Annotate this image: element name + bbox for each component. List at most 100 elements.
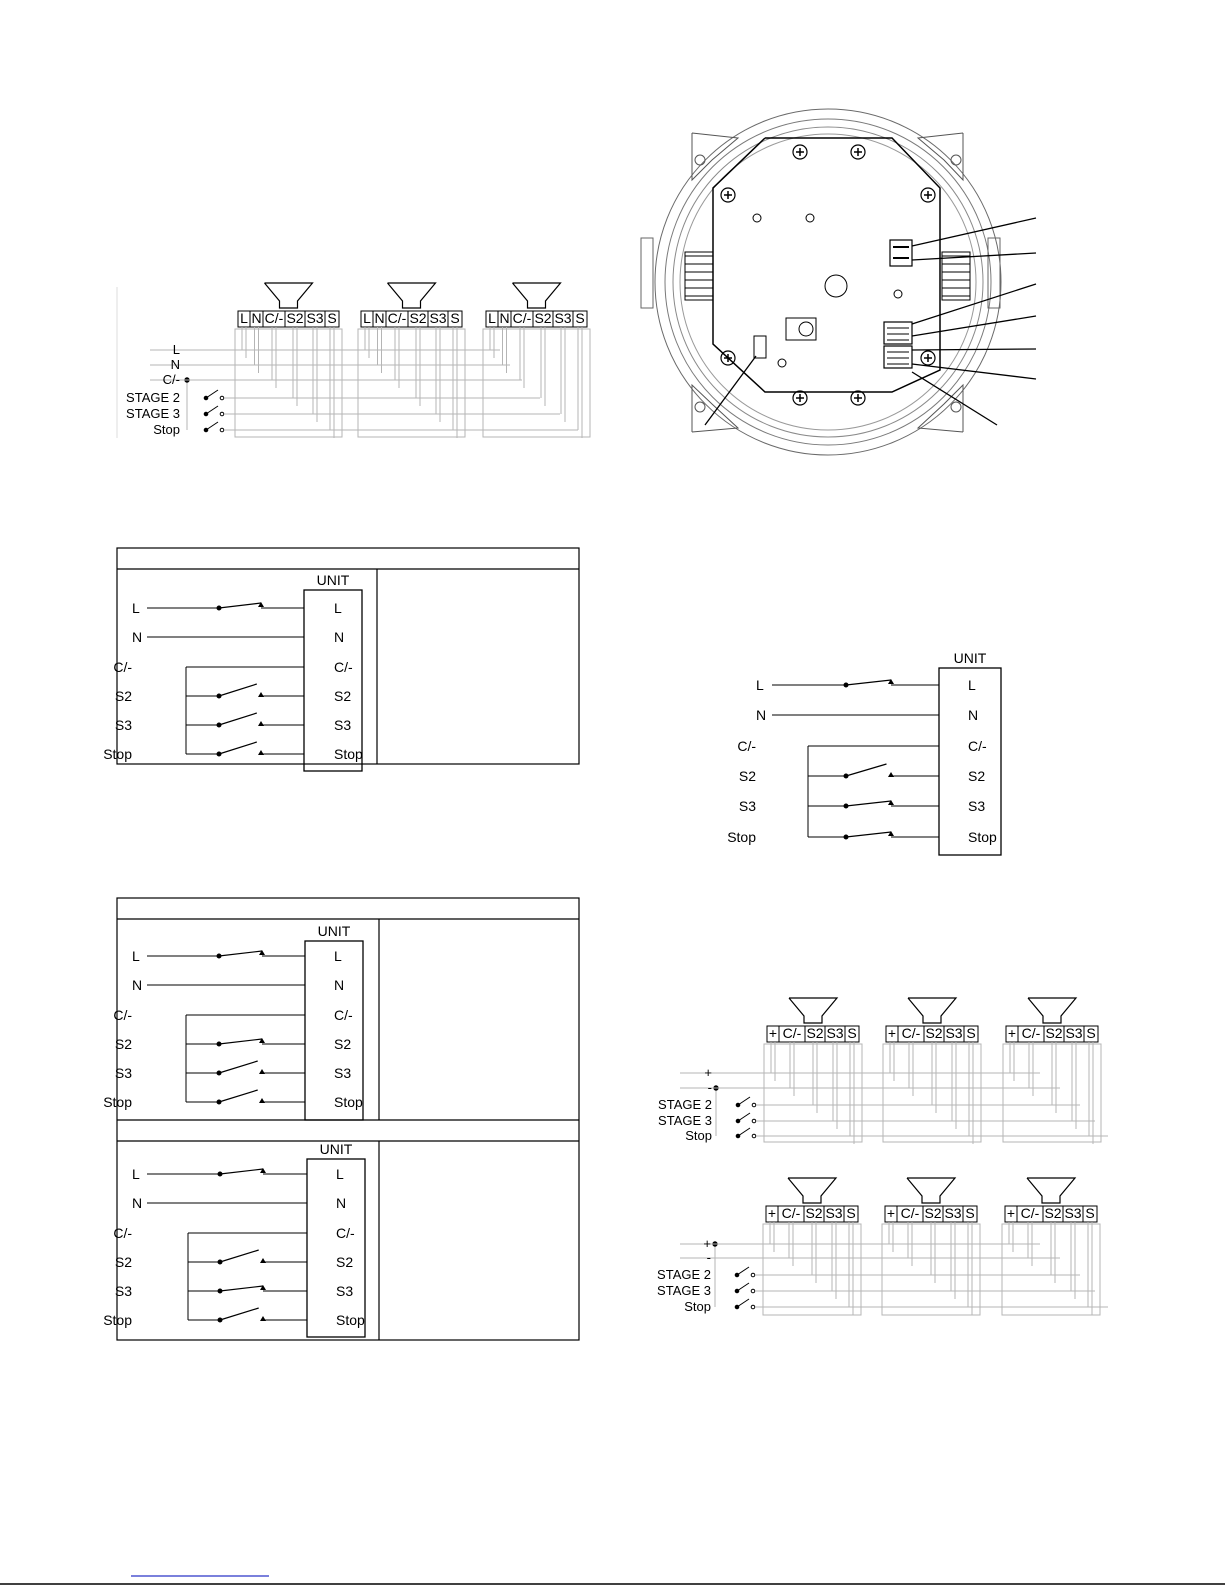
left-label: Stop <box>103 1312 132 1328</box>
unit-enclosure <box>234 328 343 438</box>
switch-contact <box>219 427 225 433</box>
unit-box <box>303 589 363 772</box>
terminal-label: + <box>887 1205 895 1221</box>
terminal-label: S3 <box>306 310 323 326</box>
unit-title: UNIT <box>320 1141 353 1157</box>
terminal-label: S2 <box>806 1025 823 1041</box>
unit-box <box>304 940 364 1121</box>
mounting-flange <box>916 383 964 433</box>
gland-nut <box>640 237 654 309</box>
screw-head <box>720 187 736 203</box>
terminal-label: + <box>769 1025 777 1041</box>
standoff <box>777 358 787 368</box>
terminal-label: S2 <box>805 1205 822 1221</box>
terminal-box <box>447 310 463 328</box>
stage-switch <box>218 741 257 755</box>
enclosure-ring <box>672 126 984 438</box>
stage-switch <box>219 1307 259 1321</box>
stage-switch <box>845 763 887 777</box>
terminal-block <box>883 345 913 369</box>
sounder-horn-icon <box>1026 1177 1077 1204</box>
potentiometer <box>785 317 817 341</box>
unit-enclosure <box>357 328 466 438</box>
line-label: STAGE 2 <box>658 1097 712 1112</box>
line-label: STAGE 3 <box>126 406 180 421</box>
terminal-label: N <box>499 310 509 326</box>
l-switch <box>845 679 892 686</box>
terminal-label: S <box>847 1025 856 1041</box>
line-label: Stop <box>684 1299 711 1314</box>
unit-title: UNIT <box>318 923 351 939</box>
line-label: + <box>704 1065 712 1080</box>
unit-terminal-label: L <box>968 677 976 693</box>
center-hole <box>824 274 848 298</box>
unit-terminal-label: Stop <box>968 829 997 845</box>
l-switch <box>218 602 262 609</box>
table-frame <box>116 547 580 765</box>
gland-nut <box>987 237 1001 309</box>
screw-head <box>920 187 936 203</box>
terminal-label: C/- <box>1022 1025 1041 1041</box>
terminal-label: S <box>450 310 459 326</box>
connector-jumper <box>889 239 913 267</box>
switch-blade <box>737 1096 751 1106</box>
horn-outline <box>387 282 437 309</box>
unit-terminal-label: Stop <box>334 746 363 762</box>
unit-terminal-label: Stop <box>334 1094 363 1110</box>
terminal-label: S <box>575 310 584 326</box>
leader-line <box>911 371 998 426</box>
terminal-box <box>843 1205 859 1223</box>
horn-outline <box>1027 997 1078 1024</box>
unit-enclosure <box>482 328 591 438</box>
switch-blade <box>205 405 219 415</box>
terminal-label: S2 <box>925 1025 942 1041</box>
terminal-box <box>963 1025 979 1043</box>
switch-blade <box>737 1127 751 1137</box>
mounting-hole <box>950 401 962 413</box>
stage-switch <box>845 800 892 807</box>
terminal-box <box>324 310 340 328</box>
left-label: S3 <box>115 1283 132 1299</box>
line-label: STAGE 2 <box>126 390 180 405</box>
unit-terminal-label: C/- <box>336 1225 355 1241</box>
leader-line <box>911 217 1037 247</box>
unit-title: UNIT <box>317 572 350 588</box>
leader-line <box>911 283 1037 325</box>
terminal-label: S3 <box>1065 1025 1082 1041</box>
terminal-box <box>844 1025 860 1043</box>
terminal-box <box>962 1205 978 1223</box>
left-label: N <box>132 977 142 993</box>
terminal-label: S <box>965 1205 974 1221</box>
switch-blade <box>736 1298 750 1308</box>
unit-box <box>938 667 1002 856</box>
terminal-label: S3 <box>825 1205 842 1221</box>
terminal-label: + <box>888 1025 896 1041</box>
terminal-label: S <box>846 1205 855 1221</box>
left-label: Stop <box>103 746 132 762</box>
unit-terminal-label: L <box>336 1166 344 1182</box>
unit-terminal-label: S2 <box>336 1254 353 1270</box>
left-label: C/- <box>113 1007 132 1023</box>
standoff <box>752 213 762 223</box>
left-label: S3 <box>115 1065 132 1081</box>
line-label: - <box>708 1080 712 1095</box>
screw-icon <box>720 187 736 203</box>
terminal-box <box>572 310 588 328</box>
unit-terminal-label: C/- <box>334 1007 353 1023</box>
stage-switch <box>219 1249 259 1263</box>
terminal-label: C/- <box>1021 1205 1040 1221</box>
terminal-label: L <box>240 310 248 326</box>
left-label: N <box>132 1195 142 1211</box>
left-label: Stop <box>727 829 756 845</box>
terminal-label: S3 <box>826 1025 843 1041</box>
terminal-label: S3 <box>944 1205 961 1221</box>
terminal-label: L <box>488 310 496 326</box>
switch-blade <box>736 1282 750 1292</box>
sounder-horn-icon <box>1027 997 1078 1024</box>
terminal-label: + <box>1008 1025 1016 1041</box>
screw-icon <box>920 187 936 203</box>
left-label: L <box>132 948 140 964</box>
line-label: L <box>173 342 180 357</box>
unit-terminal-label: S3 <box>968 798 985 814</box>
terminal-label: S2 <box>534 310 551 326</box>
